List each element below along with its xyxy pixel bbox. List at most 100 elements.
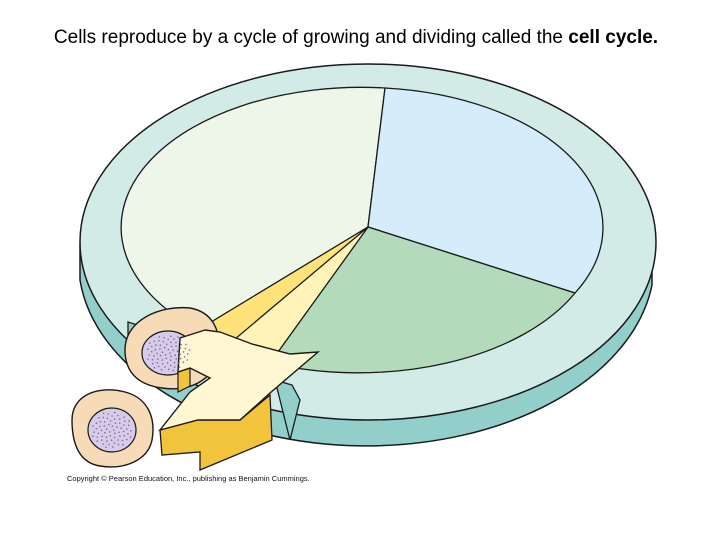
nucleus-stipple-dot [111,415,113,417]
nucleus-stipple-dot [179,339,182,342]
nucleus-stipple-dot [104,431,106,434]
nucleus-stipple-dot [175,345,177,348]
nucleus-stipple-dot [173,361,176,364]
nucleus-stipple-dot [182,351,185,353]
nucleus-stipple-dot [93,431,95,433]
nucleus-stipple-dot [122,430,125,433]
nucleus-stipple-dot [101,439,103,441]
nucleus-stipple-dot [113,436,116,439]
nucleus-stipple-dot [148,354,150,356]
nucleus-stipple-dot [95,422,98,425]
nucleus-stipple-dot [161,351,164,354]
wedge-blue [367,87,604,294]
nucleus-stipple-dot [117,443,120,446]
nucleus-stipple-dot [174,354,176,357]
nucleus-stipple-dot [102,412,105,415]
nucleus-stipple-dot [183,356,186,358]
nucleus-stipple-dot [165,357,168,360]
nucleus-stipple-dot [103,421,106,423]
nucleus-stipple-dot [167,348,170,351]
nucleus-stipple-dot [120,427,122,430]
nucleus-stipple-dot [111,425,114,428]
nucleus-stipple-dot [102,443,104,445]
title-emphasis: cell cycle. [568,27,659,48]
nucleus-stipple-dot [185,343,187,346]
nucleus-stipple-dot [147,348,149,350]
nucleus-stipple-dot [117,414,119,417]
nucleus-stipple-dot [167,338,169,341]
slide-title: Cells reproduce by a cycle of growing an… [0,27,712,49]
arrow-top [158,329,321,432]
nucleus-stipple-dot [159,344,162,347]
wedge-green [268,226,577,374]
title-text: Cells reproduce by a cycle of growing an… [53,27,569,48]
nucleus-stipple-dot [125,438,128,441]
nucleus-stipple-dot [105,428,108,430]
lower-cell [71,389,154,468]
nucleus-stipple-dot [161,359,163,361]
nucleus-stipple-dot [159,354,162,357]
nucleus-stipple-dot [105,446,107,449]
nucleus-stipple-dot [118,431,120,434]
nucleus-stipple-dot [149,342,151,344]
nucleus-stipple-dot [158,336,161,338]
nucleus-stipple-dot [169,364,172,367]
nucleus-stipple-dot [170,345,173,348]
nucleus-stipple-dot [103,425,106,427]
ring-notch-right [274,379,301,441]
nucleus-stipple-dot [110,439,113,442]
nucleus-stipple-dot [96,440,99,442]
nucleus-stipple-dot [154,348,157,351]
nucleus-stipple-dot [109,434,112,437]
nucleus-stipple-dot [157,365,160,368]
nucleus-stipple-dot [119,435,121,437]
nucleus-stipple-dot [128,420,130,422]
nucleus-stipple-dot [182,361,185,364]
nucleus-stipple-dot [163,336,165,339]
nucleus-stipple-dot [170,335,172,338]
nucleus-stipple-dot [165,343,168,346]
nucleus-stipple-dot [166,362,169,364]
nucleus-stipple-dot [111,446,114,448]
nucleus-stipple-dot [180,343,182,346]
nucleus-stipple-dot [153,355,155,357]
nucleus-stipple-dot [122,443,124,446]
nucleus-stipple-dot [108,443,110,446]
nucleus-stipple-dot [96,436,98,438]
nucleus-stipple-dot [161,363,164,365]
nucleus-stipple-dot [127,433,129,435]
nucleus-stipple-dot [114,422,117,425]
nucleus-stipple-dot [170,341,172,344]
nucleus-stipple-dot [123,424,125,426]
nucleus-stipple-dot [163,346,166,349]
nucleus-stipple-dot [156,362,159,364]
wedge-interphase [120,86,386,331]
nucleus-stipple-dot [113,442,116,444]
nucleus-stipple-dot [160,368,163,371]
nucleus-stipple-dot [113,429,115,431]
nucleus-stipple-dot [114,432,116,435]
nucleus-stipple-dot [95,427,98,430]
nucleus-stipple-dot [173,366,176,368]
nucleus-stipple-dot [109,420,112,422]
nucleus-stipple-dot [130,430,132,432]
nucleus-stipple-dot [179,357,182,360]
nucleus-stipple-dot [99,421,102,423]
nucleus-stipple-dot [169,352,171,354]
nucleus-stipple-dot [151,358,154,361]
nucleus-stipple-dot [162,341,164,343]
nucleus-stipple-dot [159,348,161,350]
nucleus-stipple-dot [129,436,132,439]
nucleus-stipple-dot [178,362,180,364]
nucleus-stipple-dot [121,439,124,442]
nucleus-stipple-dot [184,347,187,350]
nucleus-stipple-dot [98,417,100,419]
nucleus-stipple-dot [107,413,110,415]
nucleus-stipple-dot [147,358,149,360]
nucleus-stipple-dot [153,340,156,343]
nucleus-stipple-dot [102,416,105,419]
nucleus-stipple-dot [92,425,94,427]
nucleus-stipple-dot [175,341,177,344]
nucleus-stipple-dot [172,369,175,372]
